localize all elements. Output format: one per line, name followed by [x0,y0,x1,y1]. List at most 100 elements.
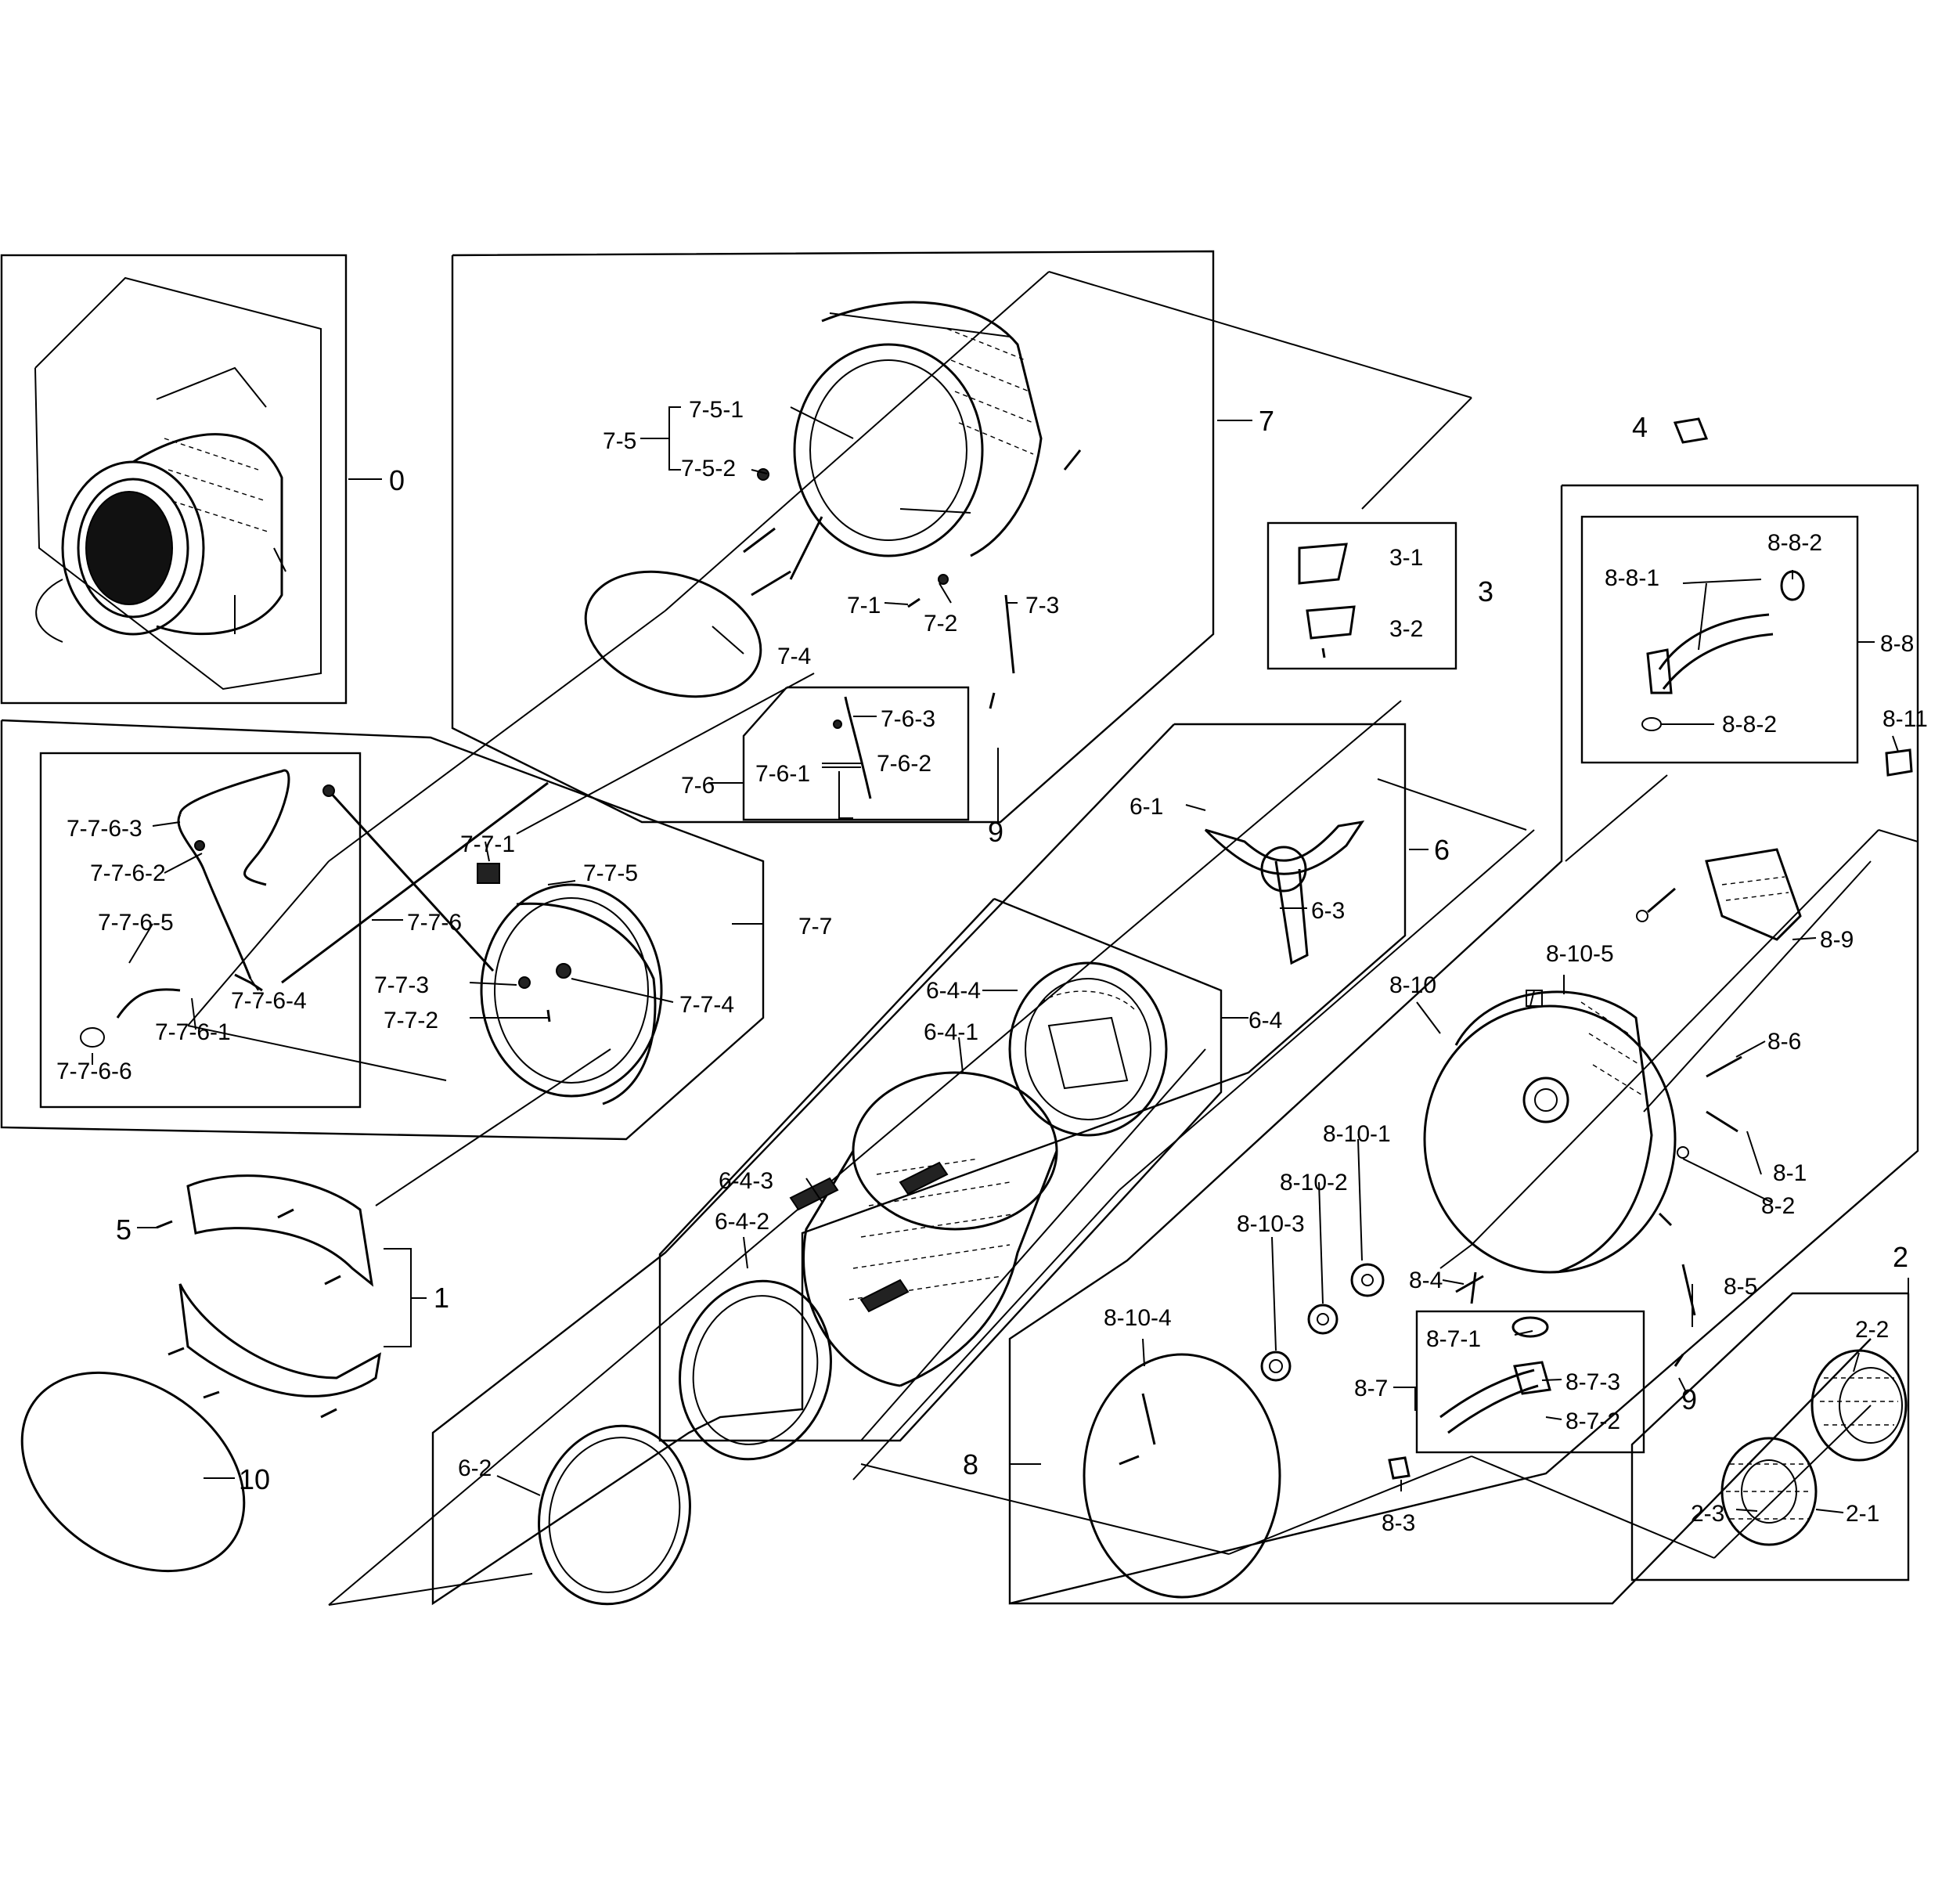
label-7-6-2: 7-6-2 [877,751,931,777]
label-3-2: 3-2 [1389,616,1423,642]
label-7-7-1: 7-7-1 [460,831,515,857]
part-0-tub-assembly [34,276,322,691]
label-3-1: 3-1 [1389,545,1423,571]
label-7-5-1: 7-5-1 [689,397,744,423]
label-8-2: 8-2 [1761,1193,1795,1219]
box-3 [1266,521,1457,670]
part-8-9-duct [1705,848,1802,941]
part-4-sensor [1673,417,1709,444]
part-6-4-2-ring [679,1279,832,1461]
box-6-4 [658,897,1223,1442]
label-6-4-3: 6-4-3 [719,1168,773,1194]
label-8-10-3: 8-10-3 [1237,1211,1305,1237]
label-8-10-5: 8-10-5 [1546,941,1614,967]
box-8-outer [1010,1338,1872,1605]
part-8-11-cap [1885,748,1913,777]
label-8-11: 8-11 [1883,706,1928,732]
label-2-3: 2-3 [1691,1501,1724,1527]
part-3-heater [1298,543,1356,658]
label-8-10-4: 8-10-4 [1104,1305,1172,1331]
part-7-6-wire [833,696,872,799]
part-7-tub-front [743,301,1082,709]
box-8-8 [1580,515,1859,764]
label-10: 10 [239,1463,270,1495]
label-8-4: 8-4 [1409,1268,1443,1293]
part-8-7-pump-hose [1388,1316,1551,1480]
part-6-2-ring [538,1424,691,1606]
label-2-1: 2-1 [1846,1501,1879,1527]
label-7-6: 7-6 [681,773,715,799]
label-8-10: 8-10 [1389,972,1436,998]
label-8-8-2-top: 8-8-2 [1767,530,1822,556]
box-7 [451,250,1215,824]
label-8-7-1: 8-7-1 [1426,1326,1481,1352]
box-7-7-6 [39,752,362,1109]
label-7-7: 7-7 [798,914,832,940]
label-6-2: 6-2 [458,1455,492,1481]
group-leader-lines [92,406,1909,1513]
label-8-7-2: 8-7-2 [1565,1408,1620,1434]
label-8-1: 8-1 [1773,1160,1807,1186]
label-5: 5 [116,1214,132,1246]
label-6-4-2: 6-4-2 [715,1209,769,1235]
label-7-7-4: 7-7-4 [679,992,734,1018]
label-8-3: 8-3 [1382,1510,1415,1536]
label-2: 2 [1893,1241,1908,1273]
label-6-4-1: 6-4-1 [924,1019,978,1045]
part-10-ring [20,1371,246,1573]
box-7-7 [0,719,765,1141]
label-7-1: 7-1 [847,593,881,619]
label-9-lower: 9 [1681,1383,1697,1416]
part-1-clamps [156,1174,381,1419]
label-7-4: 7-4 [777,644,811,669]
part-8-10-4-ring [1083,1353,1281,1599]
label-7-7-2: 7-7-2 [384,1008,438,1033]
part-8-rear-tub [1423,990,1677,1274]
part-8-8-hose [1641,570,1805,731]
label-7-7-6-6: 7-7-6-6 [56,1059,132,1084]
label-8-10-1: 8-10-1 [1323,1121,1391,1147]
label-6-3: 6-3 [1311,898,1345,924]
label-8-6: 8-6 [1767,1029,1801,1055]
box-8-7 [1415,1310,1645,1454]
label-8-10-2: 8-10-2 [1280,1170,1348,1196]
label-7-7-3: 7-7-3 [374,972,429,998]
label-3: 3 [1478,575,1493,608]
label-8-5: 8-5 [1724,1274,1757,1300]
label-7-6-1: 7-6-1 [755,761,810,787]
label-7: 7 [1259,405,1274,437]
box-0 [0,254,348,705]
part-6-spider [1204,820,1365,965]
label-7-5: 7-5 [603,428,636,454]
label-6-1: 6-1 [1130,794,1163,820]
label-8-7: 8-7 [1354,1376,1388,1401]
part-7-7-ring [477,863,663,1105]
label-6-4-4: 6-4-4 [926,978,981,1004]
group-frames [0,250,1919,1606]
label-8-8-2-bottom: 8-8-2 [1722,712,1777,738]
label-8: 8 [963,1448,978,1480]
group-guide-lines [187,271,1919,1606]
box-6 [431,723,1407,1606]
part-6-4-1-drum [789,1071,1058,1387]
label-7-6-3: 7-6-3 [881,706,935,732]
label-7-5-2: 7-5-2 [681,456,736,481]
group-labels: 0 1 2 2-1 2-2 2-3 3 3-1 3-2 4 5 6 6-1 6-… [56,397,1928,1536]
label-6-4: 6-4 [1248,1008,1282,1033]
label-8-7-3: 8-7-3 [1565,1369,1620,1395]
label-7-2: 7-2 [924,611,957,637]
label-7-7-6-1: 7-7-6-1 [155,1019,231,1045]
part-7-4-ring [584,570,762,698]
label-7-7-6-4: 7-7-6-4 [231,988,307,1014]
label-7-7-6: 7-7-6 [407,910,462,936]
label-7-7-6-2: 7-7-6-2 [90,860,166,886]
part-6-4-4-drum-back [1008,961,1168,1137]
label-8-9: 8-9 [1820,927,1854,953]
part-2-motor [1720,1349,1908,1546]
label-2-2: 2-2 [1855,1317,1889,1343]
label-1: 1 [434,1282,449,1314]
label-8-8-1: 8-8-1 [1605,565,1659,591]
box-7-6 [742,686,970,821]
label-7-7-6-5: 7-7-6-5 [98,910,174,936]
